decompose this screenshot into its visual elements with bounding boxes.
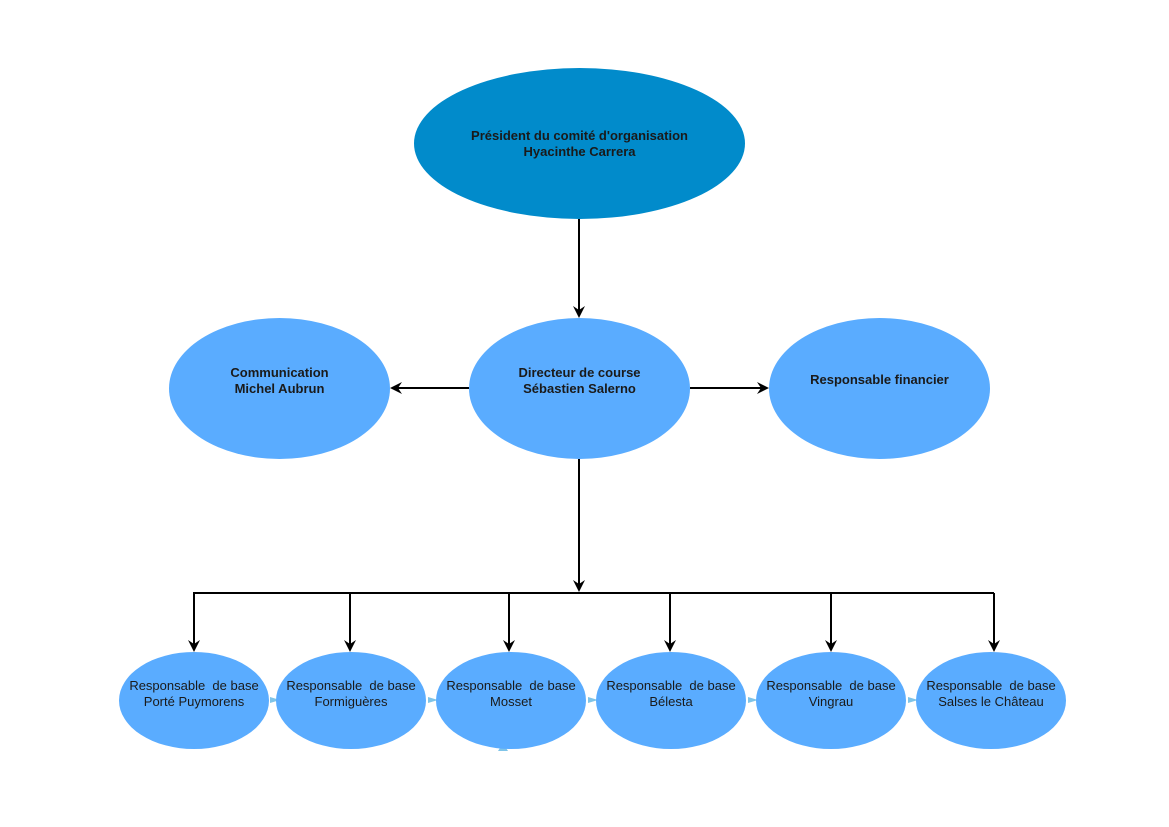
node-president-title: Président du comité d'organisation (471, 127, 688, 143)
faint-arrow-5 (908, 697, 918, 703)
node-directeur-title: Directeur de course (518, 364, 641, 380)
faint-arrow-1 (270, 697, 280, 703)
faint-arrow-4 (748, 697, 758, 703)
node-communication-title: Communication (230, 364, 329, 380)
node-base-porte-puymorens[interactable]: Responsable de base Porté Puymorens (119, 652, 269, 749)
node-base-place: Bélesta (649, 693, 693, 709)
node-base-place: Vingrau (808, 693, 854, 709)
node-president[interactable]: Président du comité d'organisation Hyaci… (414, 68, 745, 219)
node-financier[interactable]: Responsable financier (769, 318, 990, 459)
node-base-place: Porté Puymorens (143, 693, 245, 709)
node-base-place: Formiguères (314, 693, 388, 709)
node-base-title: Responsable de base (286, 677, 416, 693)
node-base-vingrau[interactable]: Responsable de base Vingrau (756, 652, 906, 749)
node-directeur-name: Sébastien Salerno (523, 380, 636, 396)
node-base-mosset[interactable]: Responsable de base Mosset (436, 652, 586, 749)
faint-arrow-2 (428, 697, 438, 703)
node-base-place: Salses le Château (938, 693, 1044, 709)
node-base-title: Responsable de base (766, 677, 896, 693)
node-base-title: Responsable de base (129, 677, 259, 693)
node-base-formigueres[interactable]: Responsable de base Formiguères (276, 652, 426, 749)
node-base-place: Mosset (490, 693, 532, 709)
node-base-title: Responsable de base (926, 677, 1056, 693)
node-directeur[interactable]: Directeur de course Sébastien Salerno (469, 318, 690, 459)
node-communication-name: Michel Aubrun (234, 380, 325, 396)
node-financier-title: Responsable financier (810, 372, 949, 387)
node-base-belesta[interactable]: Responsable de base Bélesta (596, 652, 746, 749)
node-president-name: Hyacinthe Carrera (523, 143, 636, 159)
node-base-title: Responsable de base (606, 677, 736, 693)
node-base-salses-le-chateau[interactable]: Responsable de base Salses le Château (916, 652, 1066, 749)
node-base-title: Responsable de base (446, 677, 576, 693)
faint-arrow-3 (588, 697, 598, 703)
node-communication[interactable]: Communication Michel Aubrun (169, 318, 390, 459)
